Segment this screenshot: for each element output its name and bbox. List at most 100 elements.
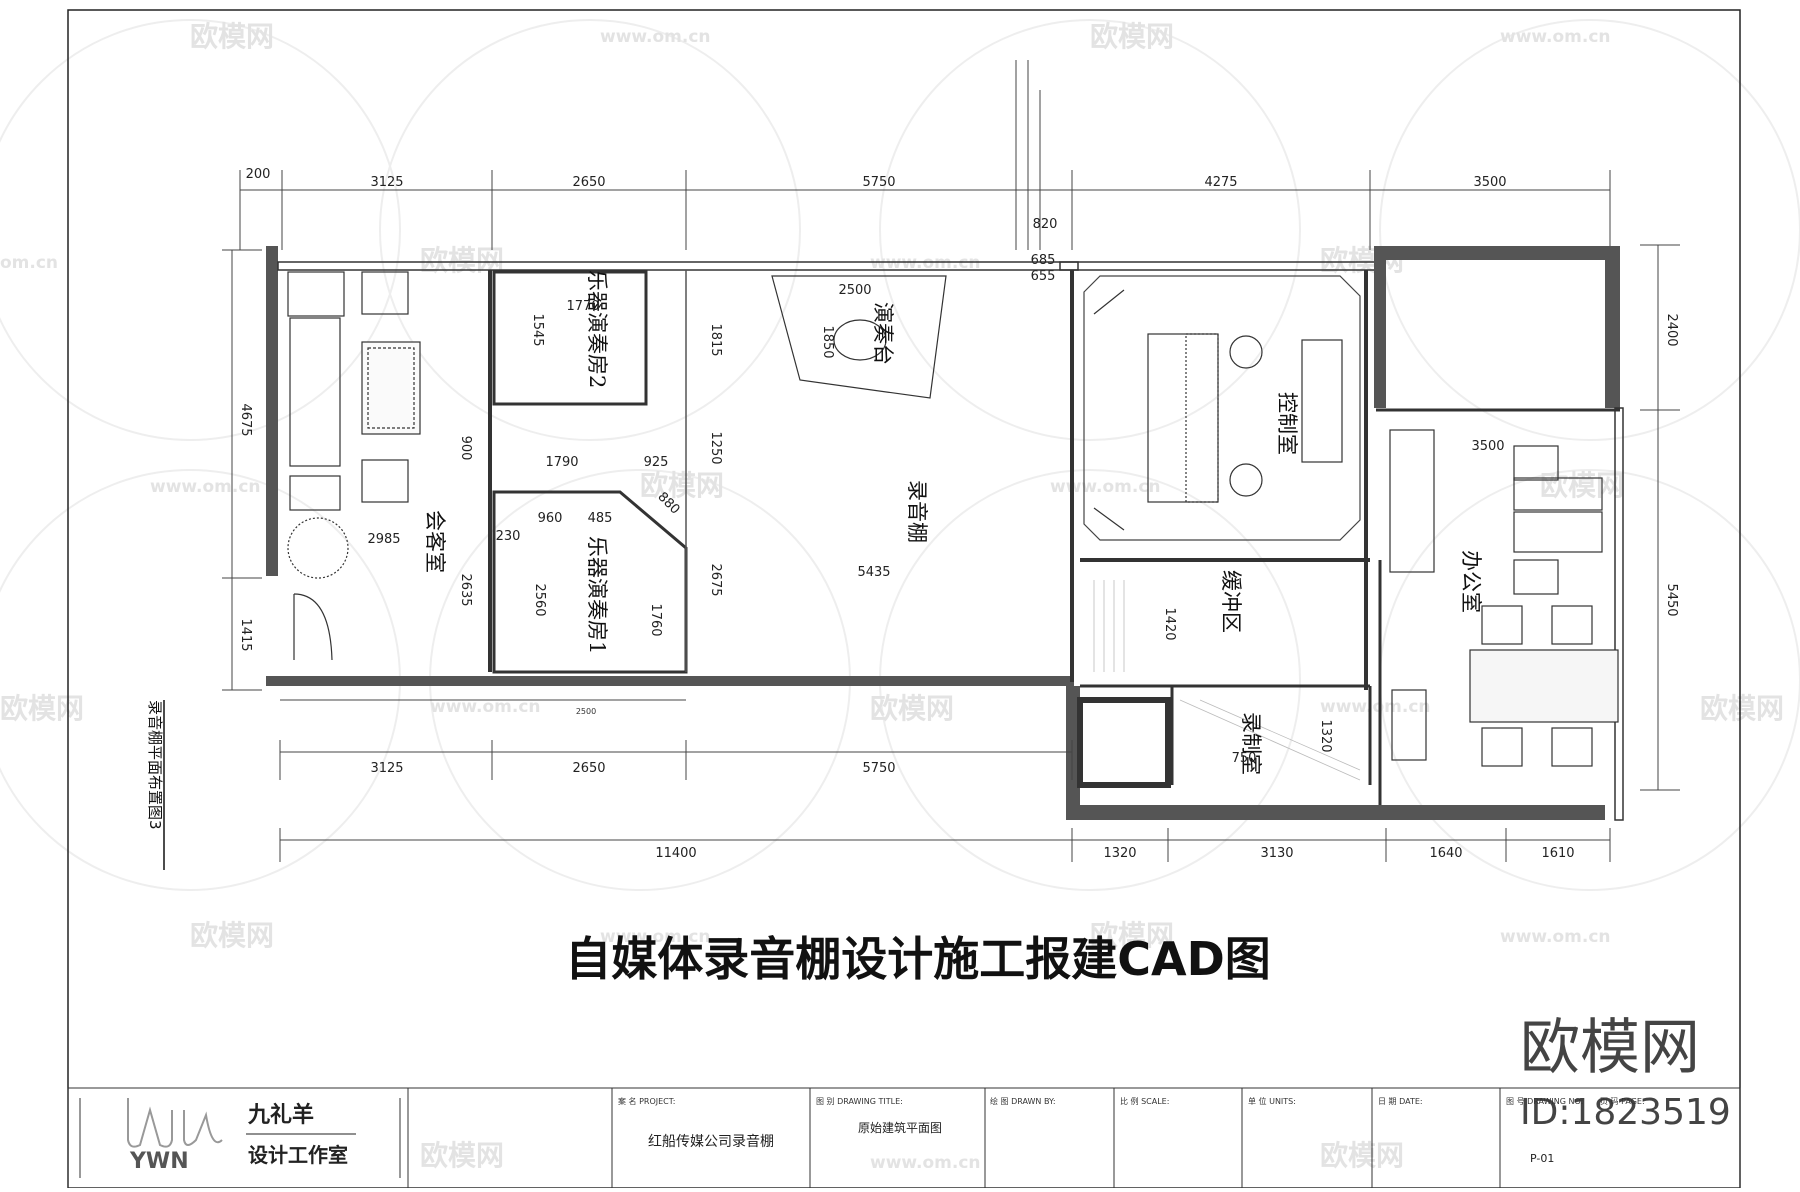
office-furniture <box>1389 429 1619 767</box>
dim-1770: 1770 <box>566 299 599 314</box>
dim-top-3125: 3125 <box>370 175 403 190</box>
wm-brand-10: 欧模网 <box>190 919 274 952</box>
dim-2500b: 2500 <box>576 707 596 716</box>
wm-brand-6: 欧模网 <box>1540 469 1624 502</box>
dim-2500a: 2500 <box>838 283 871 298</box>
main-title: 自媒体录音棚设计施工报建CAD图 <box>565 932 1271 986</box>
room-label-control-room: 控制室 <box>1275 392 1299 455</box>
dim-bottom-2650: 2650 <box>572 761 605 776</box>
dim-1420: 1420 <box>1162 607 1177 640</box>
dim-1815: 1815 <box>708 323 723 356</box>
wm-site-4: www.om.cn <box>870 253 981 273</box>
pipe-annotation <box>1015 60 1041 250</box>
wm-site-9: www.om.cn <box>600 927 711 947</box>
logo-mark: YWN <box>129 1149 189 1174</box>
tb-project-label: 案 名 PROJECT: <box>618 1096 675 1106</box>
right-dimension-chain <box>1640 244 1680 791</box>
room-label-reception: 会客室 <box>423 510 447 573</box>
dim-900: 900 <box>458 436 473 461</box>
dim-750: 750 <box>1232 751 1257 766</box>
wm-brand-1: 欧模网 <box>190 20 274 53</box>
tb-drawn-by-label: 绘 图 DRAWN BY: <box>990 1096 1056 1106</box>
watermark-brand-large: 欧模网 <box>1520 1013 1700 1083</box>
dim-bottom-3130: 3130 <box>1260 846 1293 861</box>
room-label-buffer-zone: 缓冲区 <box>1219 570 1243 633</box>
dim-1320-inner: 1320 <box>1318 719 1333 752</box>
dim-left-4675: 4675 <box>238 403 253 436</box>
wm-brand-8: 欧模网 <box>870 692 954 725</box>
dim-1850: 1850 <box>820 325 835 358</box>
dim-bottom-1610: 1610 <box>1541 846 1574 861</box>
dim-left-1415: 1415 <box>238 618 253 651</box>
studio-sub: 设计工作室 <box>248 1143 348 1167</box>
wm-site-10: www.om.cn <box>1500 927 1611 947</box>
dim-3500-office: 3500 <box>1471 439 1504 454</box>
studio-name: 九礼羊 <box>247 1102 314 1128</box>
wm-site-2: www.om.cn <box>1500 27 1611 47</box>
tb-title-label: 图 别 DRAWING TITLE: <box>816 1097 903 1106</box>
wm-brand-2: 欧模网 <box>1090 20 1174 53</box>
dim-right-5450: 5450 <box>1664 583 1679 616</box>
inner-dimensions: 1770 1545 2500 1850 1815 900 1790 925 12… <box>367 283 1504 766</box>
stage-platform <box>771 275 947 399</box>
watermark-id: ID:1823519 <box>1520 1092 1731 1133</box>
wm-brand-11: 欧模网 <box>1090 919 1174 952</box>
room-label-recording-studio: 录音棚 <box>905 480 929 543</box>
wm-site-7: www.om.cn <box>430 697 541 717</box>
wm-brand-7: 欧模网 <box>0 692 84 725</box>
tb-scale-label: 比 例 SCALE: <box>1120 1096 1169 1106</box>
tb-project-value: 红船传媒公司录音棚 <box>648 1133 774 1150</box>
dim-top-5750: 5750 <box>862 175 895 190</box>
dim-1545: 1545 <box>530 313 545 346</box>
side-title: 录音棚平面布置图3 <box>146 700 164 830</box>
dim-bottom-3125: 3125 <box>370 761 403 776</box>
dim-960: 960 <box>538 511 563 526</box>
dim-1250: 1250 <box>708 431 723 464</box>
dim-685: 685 <box>1031 253 1056 268</box>
wm-site-8: www.om.cn <box>1320 697 1431 717</box>
dim-top-4275: 4275 <box>1204 175 1237 190</box>
floor-hatch <box>1093 580 1361 781</box>
tb-units-label: 单 位 UNITS: <box>1248 1096 1296 1106</box>
wm-site-5: www.om.cn <box>150 477 261 497</box>
dim-bottom-1320: 1320 <box>1103 846 1136 861</box>
room-label-practice-2: 乐器演奏房2 <box>585 270 609 388</box>
dim-485: 485 <box>588 511 613 526</box>
room-label-stage: 演奏台 <box>871 302 895 365</box>
dim-1760: 1760 <box>648 603 663 636</box>
wm-site-3: om.cn <box>0 253 58 273</box>
dim-top-200: 200 <box>246 167 271 182</box>
dim-2560: 2560 <box>532 583 547 616</box>
wm-site-6: www.om.cn <box>1050 477 1161 497</box>
dim-top-3500: 3500 <box>1473 175 1506 190</box>
dim-2635: 2635 <box>458 573 473 606</box>
room-label-practice-1: 乐器演奏房1 <box>585 536 609 654</box>
control-room-furniture <box>1093 289 1343 531</box>
wm-brand-5: 欧模网 <box>640 469 724 502</box>
dim-5435: 5435 <box>857 565 890 580</box>
dim-bottom-5750: 5750 <box>862 761 895 776</box>
tb-title-value: 原始建筑平面图 <box>858 1120 942 1135</box>
reception-furniture <box>287 271 421 661</box>
dim-right-2400: 2400 <box>1664 313 1679 346</box>
dim-820: 820 <box>1033 217 1058 232</box>
building-walls <box>266 246 1624 821</box>
wm-site-11: www.om.cn <box>870 1153 981 1173</box>
logo-glyph <box>127 1098 223 1148</box>
dim-230: 230 <box>496 529 521 544</box>
dim-bottom-1640: 1640 <box>1429 846 1462 861</box>
tb-page-value: P-01 <box>1530 1152 1554 1165</box>
bottom-dimension-chain <box>279 699 1611 862</box>
wm-site-1: www.om.cn <box>600 27 711 47</box>
dim-925: 925 <box>644 455 669 470</box>
wm-brand-13: 欧模网 <box>1320 1139 1404 1172</box>
dim-1790: 1790 <box>545 455 578 470</box>
room-label-office: 办公室 <box>1459 550 1483 613</box>
wm-brand-9: 欧模网 <box>1700 692 1784 725</box>
left-dimension-chain <box>222 249 262 691</box>
dim-2985: 2985 <box>367 532 400 547</box>
dim-top-2650: 2650 <box>572 175 605 190</box>
dim-655: 655 <box>1031 269 1056 284</box>
